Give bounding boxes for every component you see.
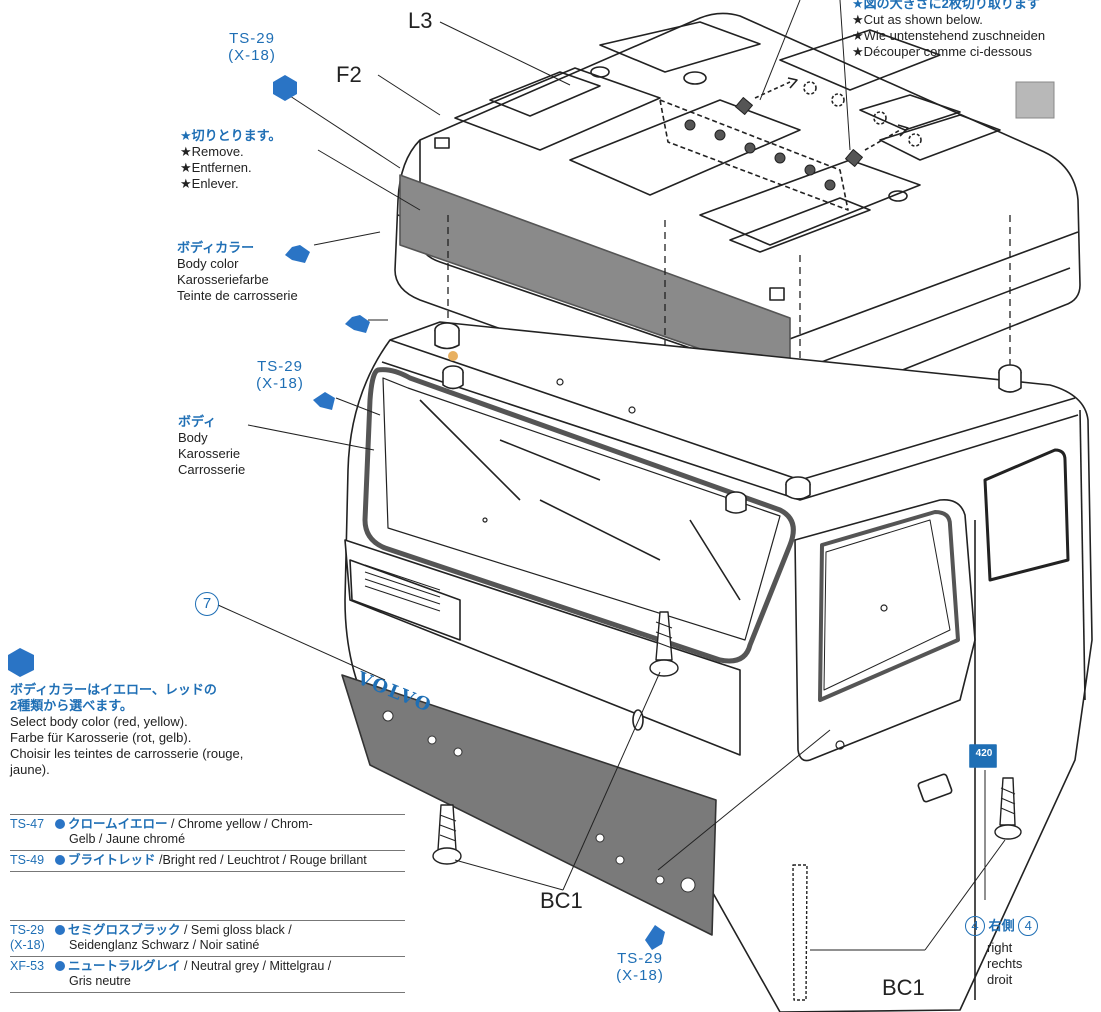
- bc1-left-label: BC1: [540, 888, 583, 913]
- paint-name: / Chrome yellow / Chrom-: [167, 817, 313, 831]
- l3-label: L3: [408, 8, 433, 33]
- paint-code-alt: (X-18): [10, 938, 45, 952]
- paint-dot-icon: [55, 855, 65, 865]
- paint-row: TS-47 クロームイエロー / Chrome yellow / Chrom-G…: [10, 814, 405, 850]
- color-select-fr: Choisir les teintes de carrosserie (roug…: [10, 746, 244, 761]
- bc1-right-label: BC1: [882, 975, 925, 1000]
- remove-note-jp: ★切りとります。: [180, 128, 282, 143]
- paint-row: TS-29(X-18) セミグロスブラック / Semi gloss black…: [10, 920, 405, 956]
- detail-paint-table: TS-29(X-18) セミグロスブラック / Semi gloss black…: [10, 920, 405, 993]
- remove-note-de: ★Entfernen.: [180, 160, 252, 175]
- body-en: Body: [178, 430, 208, 445]
- color-select-de: Farbe für Karosserie (rot, gelb).: [10, 730, 192, 745]
- paint-row: XF-53 ニュートラルグレイ / Neutral grey / Mittelg…: [10, 956, 405, 993]
- body-color-jp: ボディカラー: [177, 240, 255, 255]
- body-color-de: Karosseriefarbe: [177, 272, 269, 287]
- step-7-marker: 7: [195, 592, 219, 616]
- f2-label: F2: [336, 62, 362, 87]
- ts29-top-label: TS-29 (X-18): [222, 30, 282, 64]
- paint-jp: ブライトレッド: [68, 853, 156, 867]
- ts29-code: TS-29: [617, 950, 663, 967]
- body-note: ボディ Body Karosserie Carrosserie: [178, 414, 298, 478]
- paint-name: / Neutral grey / Mittelgrau /: [180, 959, 332, 973]
- color-select-note: ボディカラーはイエロー、レッドの 2種類から選べます。 Select body …: [10, 682, 330, 778]
- ts29-mid-label: TS-29 (X-18): [250, 358, 310, 392]
- cut-note: ★図の大きさに2枚切り取ります ★Cut as shown below. ★Wi…: [852, 0, 1101, 60]
- paint-row: TS-49 ブライトレッド /Bright red / Leuchtrot / …: [10, 850, 405, 872]
- bc1-screws: [432, 611, 1022, 1001]
- plate-number: 420: [975, 748, 993, 759]
- cut-note-jp: ★図の大きさに2枚切り取ります: [852, 0, 1040, 11]
- ts29-bottom-label: TS-29 (X-18): [610, 950, 670, 984]
- color-select-en: Select body color (red, yellow).: [10, 714, 188, 729]
- paint-code: TS-49: [10, 853, 45, 867]
- paint-jp: ニュートラルグレイ: [68, 959, 181, 973]
- paint-name-2: Seidenglanz Schwarz / Noir satiné: [69, 938, 260, 952]
- paint-code: TS-47: [10, 817, 45, 831]
- step-number: 7: [195, 592, 219, 616]
- cut-note-fr: ★Découper comme ci-dessous: [852, 44, 1033, 59]
- remove-note: ★切りとります。 ★Remove. ★Entfernen. ★Enlever.: [180, 128, 320, 192]
- paint-name: /Bright red / Leuchtrot / Rouge brillant: [155, 853, 367, 867]
- body-color-en: Body color: [177, 256, 239, 271]
- x18-code: (X-18): [616, 967, 664, 984]
- color-select-jp2: 2種類から選べます。: [10, 698, 133, 713]
- paint-name-2: Gris neutre: [69, 974, 131, 988]
- right-fr: droit: [987, 972, 1013, 987]
- body-fr: Carrosserie: [178, 462, 246, 477]
- remove-note-en: ★Remove.: [180, 144, 244, 159]
- paint-code: TS-29: [10, 923, 45, 937]
- roof-part: [394, 12, 1081, 421]
- color-select-fr2: jaune).: [10, 762, 50, 777]
- x18-code: (X-18): [256, 375, 304, 392]
- body-de: Karosserie: [178, 446, 241, 461]
- paint-dot-icon: [55, 819, 65, 829]
- paint-dot-icon: [55, 925, 65, 935]
- x18-code: (X-18): [228, 47, 276, 64]
- color-select-jp1: ボディカラーはイエロー、レッドの: [10, 682, 217, 697]
- paint-code: XF-53: [10, 959, 45, 973]
- right-en: right: [987, 940, 1013, 955]
- paint-jp: クロームイエロー: [68, 817, 168, 831]
- body-color-note: ボディカラー Body color Karosseriefarbe Teinte…: [177, 240, 347, 304]
- body-color-fr: Teinte de carrosserie: [177, 288, 298, 303]
- step-number: 4: [965, 916, 985, 936]
- paint-name: / Semi gloss black /: [180, 923, 292, 937]
- body-jp: ボディ: [178, 414, 217, 429]
- right-side-jp: 右側: [988, 918, 1015, 933]
- cut-note-en: ★Cut as shown below.: [852, 12, 983, 27]
- ts29-code: TS-29: [229, 30, 275, 47]
- step-number-repeat: 4: [1018, 916, 1039, 936]
- remove-note-fr: ★Enlever.: [180, 176, 239, 191]
- cab-body-part: [341, 321, 1093, 1012]
- paint-jp: セミグロスブラック: [68, 923, 181, 937]
- cut-note-de: ★Wie untenstehend zuschneiden: [852, 28, 1046, 43]
- body-paint-table: TS-47 クロームイエロー / Chrome yellow / Chrom-G…: [10, 814, 405, 872]
- paint-name-2: Gelb / Jaune chromé: [69, 832, 186, 846]
- right-side-note: 4 右側 4 right rechts droit: [965, 916, 1085, 988]
- ts29-code: TS-29: [257, 358, 303, 375]
- paint-dot-icon: [55, 961, 65, 971]
- right-de: rechts: [987, 956, 1023, 971]
